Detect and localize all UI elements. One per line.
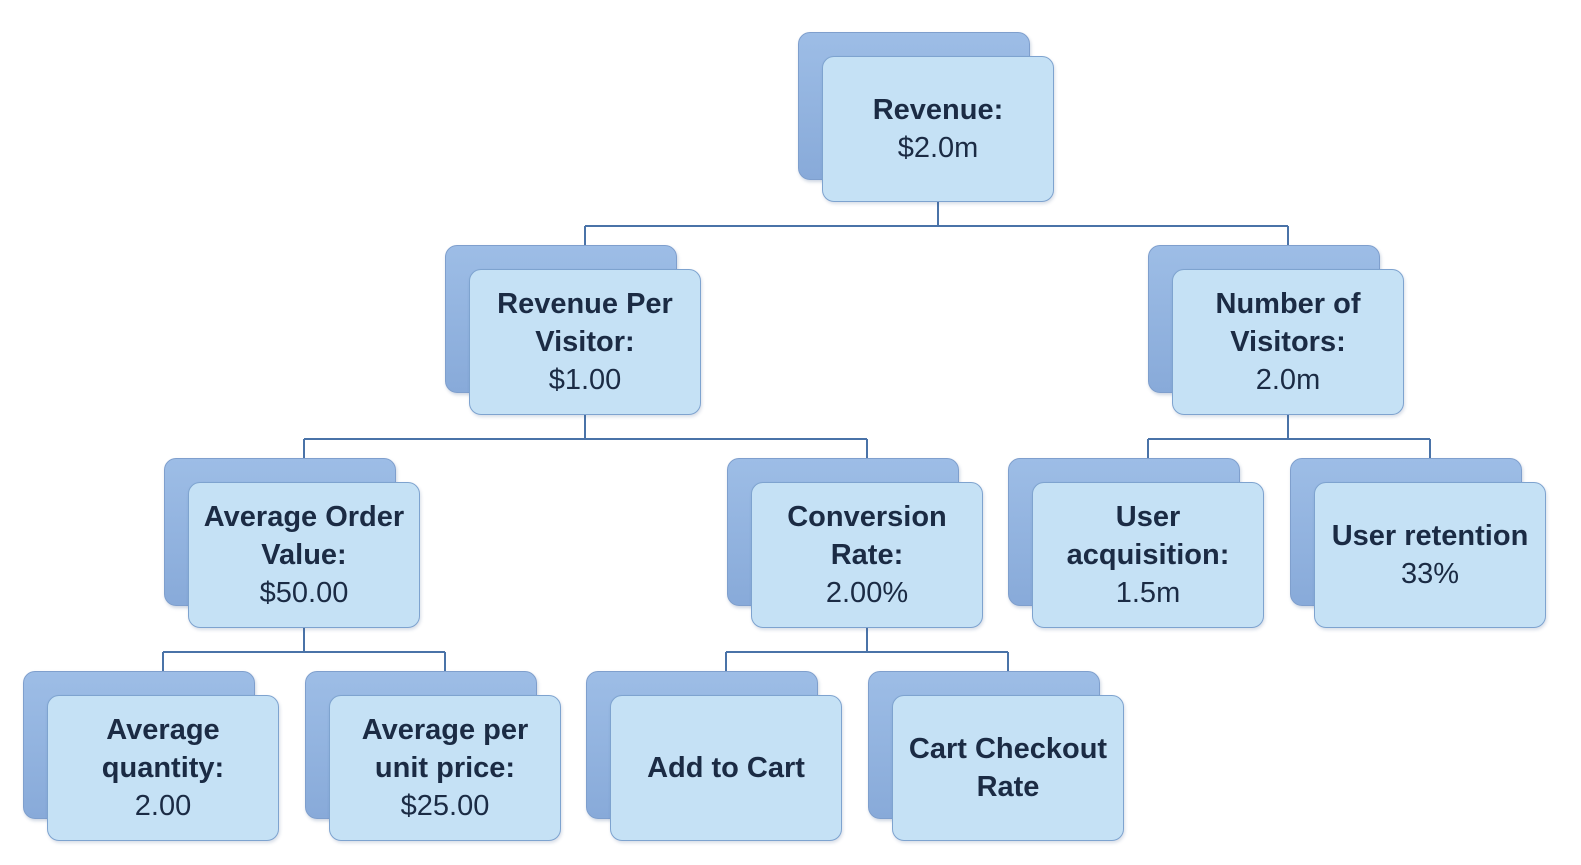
node-value: 2.00% — [825, 577, 909, 609]
node-label: Number of Visitors: — [1215, 288, 1361, 358]
node-number-of-visitors: Number of Visitors: 2.0m — [1148, 245, 1406, 415]
node-label: User retention — [1331, 520, 1529, 552]
node-card: Number of Visitors: 2.0m — [1172, 269, 1404, 415]
node-value: 2.00 — [134, 790, 192, 822]
node-card: Cart Checkout Rate — [892, 695, 1124, 841]
node-average-quantity: Average quantity: 2.00 — [23, 671, 281, 841]
node-revenue: Revenue: $2.0m — [798, 32, 1056, 202]
node-card: Average Order Value: $50.00 — [188, 482, 420, 628]
node-label: Average quantity: — [101, 714, 225, 784]
node-label: Average per unit price: — [361, 714, 529, 784]
node-value: $2.0m — [897, 132, 979, 164]
node-card: Add to Cart — [610, 695, 842, 841]
node-value: $25.00 — [400, 790, 490, 822]
node-cart-checkout-rate: Cart Checkout Rate — [868, 671, 1126, 841]
node-average-per-unit-price: Average per unit price: $25.00 — [305, 671, 563, 841]
node-card: Average per unit price: $25.00 — [329, 695, 561, 841]
node-card: Average quantity: 2.00 — [47, 695, 279, 841]
node-label: Conversion Rate: — [787, 501, 947, 571]
node-label: Add to Cart — [647, 752, 805, 784]
node-value: $50.00 — [259, 577, 349, 609]
node-average-order-value: Average Order Value: $50.00 — [164, 458, 422, 628]
node-card: Conversion Rate: 2.00% — [751, 482, 983, 628]
node-card: User acquisition: 1.5m — [1032, 482, 1264, 628]
node-label: User acquisition: — [1066, 501, 1230, 571]
node-add-to-cart: Add to Cart — [586, 671, 844, 841]
node-value: 2.0m — [1255, 364, 1321, 396]
node-label: Revenue Per Visitor: — [497, 288, 673, 358]
node-label: Revenue: — [872, 94, 1004, 126]
node-label: Average Order Value: — [203, 501, 405, 571]
node-card: User retention 33% — [1314, 482, 1546, 628]
node-label: Cart Checkout Rate — [908, 733, 1108, 803]
node-value: 33% — [1400, 558, 1460, 590]
node-user-acquisition: User acquisition: 1.5m — [1008, 458, 1266, 628]
node-conversion-rate: Conversion Rate: 2.00% — [727, 458, 985, 628]
node-revenue-per-visitor: Revenue Per Visitor: $1.00 — [445, 245, 703, 415]
node-card: Revenue: $2.0m — [822, 56, 1054, 202]
node-value: $1.00 — [548, 364, 622, 396]
node-value: 1.5m — [1115, 577, 1181, 609]
node-user-retention: User retention 33% — [1290, 458, 1548, 628]
node-card: Revenue Per Visitor: $1.00 — [469, 269, 701, 415]
